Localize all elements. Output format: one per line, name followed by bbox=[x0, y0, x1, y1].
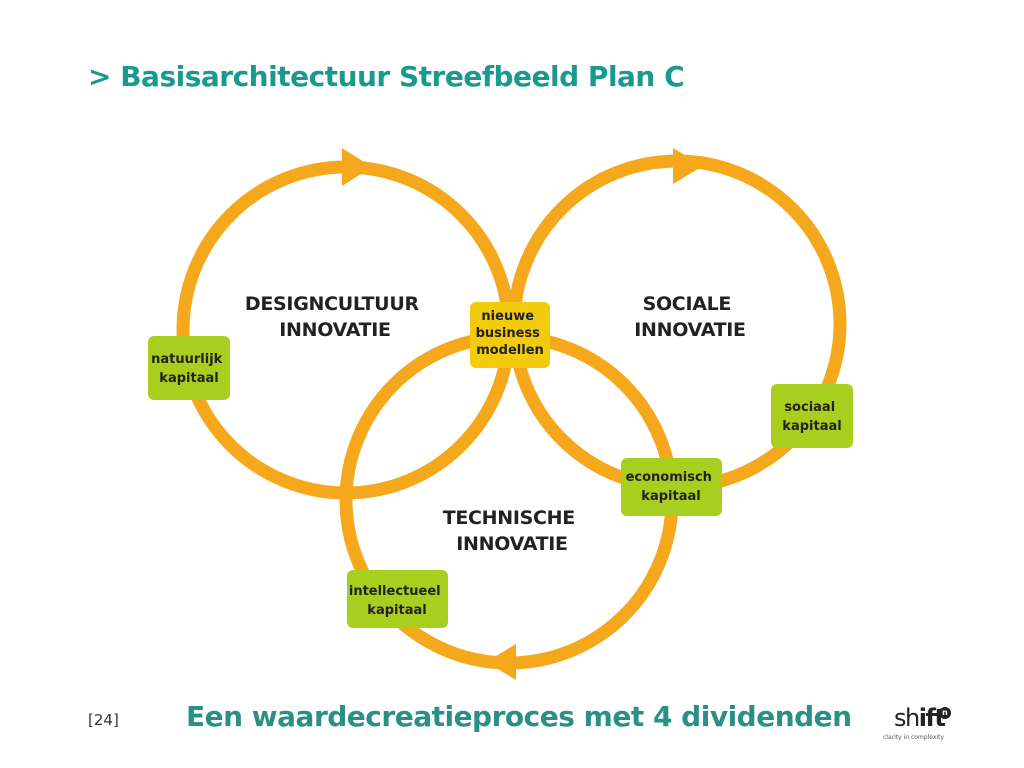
nieuwe-line2: business bbox=[476, 326, 541, 341]
sociale-line2: INNOVATIE bbox=[634, 319, 745, 341]
economisch-line1: economisch bbox=[626, 470, 712, 485]
sociale-line1: SOCIALE bbox=[643, 293, 732, 315]
sociaal-line1: sociaal bbox=[784, 400, 835, 415]
shift-logo: shift n clarity in complexity bbox=[880, 704, 956, 744]
logo-badge-icon: n bbox=[939, 707, 951, 719]
natuurlijk-kapitaal-box: natuurlijk kapitaal bbox=[148, 336, 230, 400]
technische-line1: TECHNISCHE bbox=[443, 507, 575, 529]
intellectueel-kapitaal-box: intellectueel kapitaal bbox=[347, 570, 448, 628]
nieuwe-line1: nieuwe bbox=[481, 309, 534, 324]
natuurlijk-line2: kapitaal bbox=[159, 371, 218, 386]
sociale-ring-arrow-icon bbox=[673, 148, 703, 184]
sociaal-line2: kapitaal bbox=[782, 419, 841, 434]
designcultuur-label: DESIGNCULTUUR INNOVATIE bbox=[245, 293, 425, 341]
natuurlijk-line1: natuurlijk bbox=[151, 352, 223, 367]
designcultuur-line2: INNOVATIE bbox=[279, 319, 390, 341]
nieuwe-line3: modellen bbox=[476, 343, 544, 358]
svg-text:economisch kapitaal: economisch kapitaal bbox=[626, 470, 717, 504]
logo-tagline: clarity in complexity bbox=[883, 734, 944, 741]
svg-text:intellectueel kapitaal: intellectueel kapitaal bbox=[349, 584, 445, 618]
technische-ring-arrow-icon bbox=[486, 644, 516, 680]
svg-text:sociaal kapitaal: sociaal kapitaal bbox=[782, 400, 841, 434]
designcultuur-line1: DESIGNCULTUUR bbox=[245, 293, 420, 315]
svg-text:nieuwe business mo: nieuwe business modellen bbox=[476, 309, 545, 358]
svg-text:natuurlijk kapitaal: natuurlijk kapitaal bbox=[151, 352, 227, 386]
economisch-kapitaal-box: economisch kapitaal bbox=[621, 458, 722, 516]
technische-line2: INNOVATIE bbox=[456, 533, 567, 555]
logo-wordmark: shift bbox=[894, 704, 946, 732]
page-number: [24] bbox=[88, 711, 119, 729]
intellectueel-line1: intellectueel bbox=[349, 584, 441, 599]
design-ring-arrow-icon bbox=[342, 148, 372, 186]
sociale-label: SOCIALE INNOVATIE bbox=[634, 293, 745, 341]
technische-label: TECHNISCHE INNOVATIE bbox=[443, 507, 582, 555]
sociaal-kapitaal-box: sociaal kapitaal bbox=[771, 384, 853, 448]
nieuwe-business-modellen-box: nieuwe business modellen bbox=[470, 302, 550, 368]
logo-word-light: sh bbox=[894, 704, 920, 732]
economisch-line2: kapitaal bbox=[641, 489, 700, 504]
slide-subtitle: Een waardecreatieproces met 4 dividenden bbox=[186, 700, 852, 733]
slide-title: > Basisarchitectuur Streefbeeld Plan C bbox=[88, 60, 685, 93]
intellectueel-line2: kapitaal bbox=[367, 603, 426, 618]
